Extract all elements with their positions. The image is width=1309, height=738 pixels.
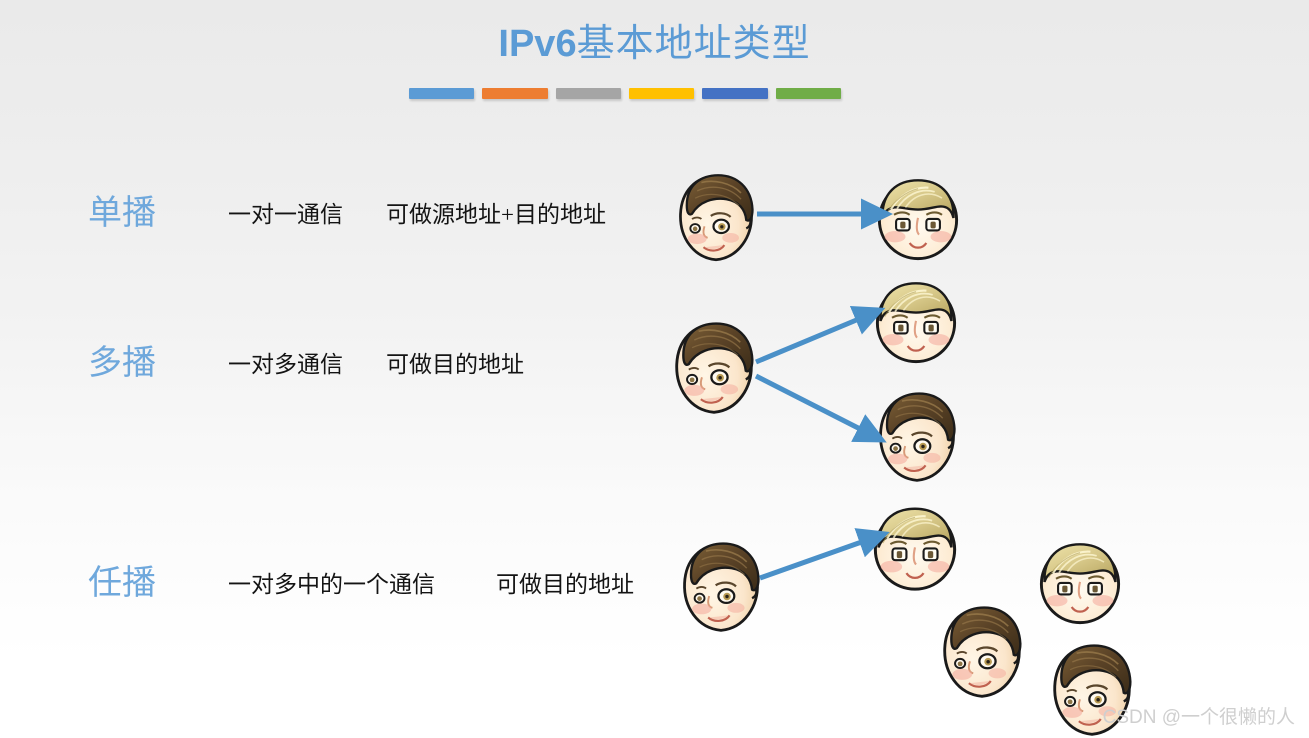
page-title-latin: IPv6 bbox=[498, 23, 577, 65]
decor-bar-5 bbox=[702, 88, 768, 99]
decor-bar-4 bbox=[628, 88, 695, 99]
avatar-anycast-peer-2 bbox=[936, 602, 1028, 703]
avatar-anycast-peer-1 bbox=[1036, 536, 1124, 632]
row-desc-secondary-unicast: 可做源地址+目的地址 bbox=[386, 202, 606, 227]
watermark: CSDN @一个很懒的人 bbox=[1102, 707, 1295, 728]
row-desc-primary-anycast: 一对多中的一个通信 bbox=[228, 572, 435, 597]
avatar-unicast-target-1 bbox=[874, 172, 962, 268]
avatar-multicast-source bbox=[668, 318, 760, 419]
row-desc-primary-multicast: 一对多通信 bbox=[228, 352, 343, 377]
page-title-cjk: 基本地址类型 bbox=[576, 23, 811, 65]
page-title: IPv6基本地址类型 bbox=[0, 20, 1309, 68]
row-label-anycast: 任播 bbox=[88, 565, 156, 602]
avatar-multicast-target-1 bbox=[872, 275, 960, 371]
decorative-bar-strip bbox=[409, 88, 841, 102]
avatar-unicast-source bbox=[672, 170, 760, 266]
decor-bar-3 bbox=[555, 88, 621, 99]
avatar-multicast-target-2 bbox=[872, 388, 962, 487]
arrow-multicast-1 bbox=[755, 305, 886, 365]
decor-bar-6 bbox=[775, 88, 841, 99]
title-block: IPv6基本地址类型 bbox=[0, 20, 1309, 68]
avatar-anycast-source bbox=[676, 538, 766, 637]
avatar-anycast-target-1 bbox=[870, 500, 960, 599]
decor-bar-1 bbox=[409, 88, 475, 99]
arrow-multicast-2 bbox=[754, 373, 887, 443]
row-desc-secondary-multicast: 可做目的地址 bbox=[386, 352, 524, 377]
row-label-multicast: 多播 bbox=[88, 345, 156, 382]
avatar-anycast-peer-3 bbox=[1046, 640, 1138, 738]
row-desc-primary-unicast: 一对一通信 bbox=[228, 202, 343, 227]
row-label-unicast: 单播 bbox=[88, 195, 156, 232]
row-desc-secondary-anycast: 可做目的地址 bbox=[496, 572, 634, 597]
decor-bar-2 bbox=[482, 88, 548, 99]
arrow-anycast-1 bbox=[759, 528, 890, 581]
